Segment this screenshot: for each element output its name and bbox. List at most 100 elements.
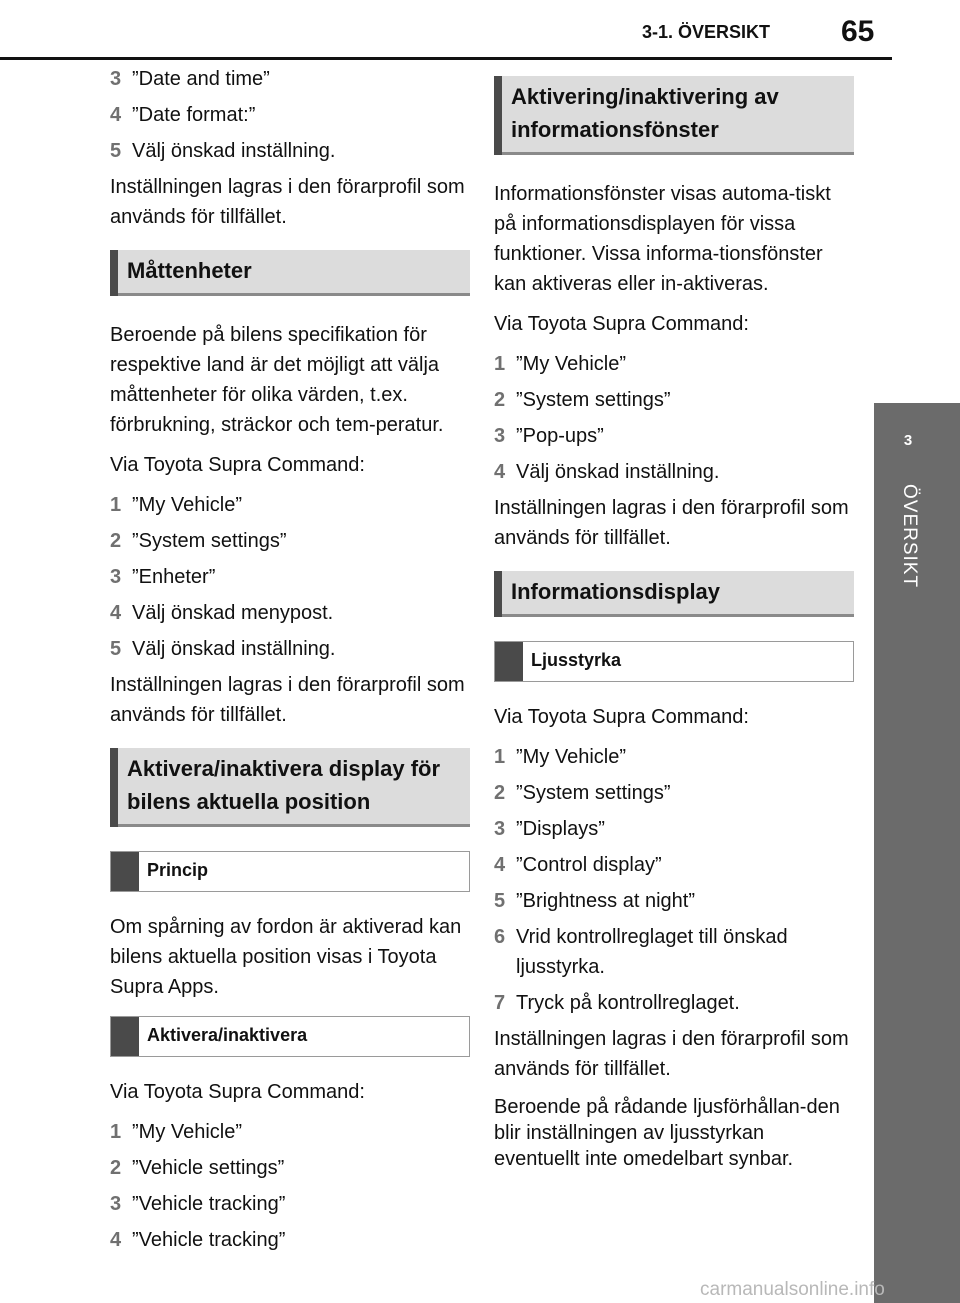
step-item: 2 ”System settings”: [110, 526, 470, 556]
step-text: ”Vehicle settings”: [132, 1157, 285, 1179]
step-text: Tryck på kontrollreglaget.: [516, 992, 740, 1014]
heading-position: Aktivera/inaktivera display för bilens a…: [110, 748, 470, 827]
step-item: 4 Välj önskad inställning.: [494, 457, 854, 487]
step-text: Välj önskad menypost.: [132, 602, 334, 624]
step-number: 3: [110, 566, 122, 588]
step-text: Välj önskad inställning.: [516, 461, 720, 483]
steps-date-format: 3 ”Date and time” 4 ”Date format:” 5 Välj öns…: [110, 64, 470, 166]
step-number: 1: [110, 1121, 122, 1143]
step-number: 2: [110, 1157, 122, 1179]
step-item: 4 ”Control display”: [494, 850, 854, 880]
step-number: 3: [110, 1193, 122, 1215]
step-number: 4: [494, 854, 506, 876]
step-number: 3: [110, 68, 122, 90]
step-item: 4 ”Date format:”: [110, 100, 470, 130]
steps-units: 1 ”My Vehicle” 2 ”System settings” 3 ”Enheter…: [110, 490, 470, 664]
step-text: ”System settings”: [516, 389, 671, 411]
step-text: ”Date format:”: [132, 104, 256, 126]
section-title: 3-1. ÖVERSIKT: [642, 22, 771, 42]
step-item: 3 ”Pop-ups”: [494, 421, 854, 451]
step-item: 3 ”Vehicle tracking”: [110, 1189, 470, 1219]
paragraph-saved-2: Inställningen lagras i den förarprofil s…: [110, 674, 465, 726]
step-text: ”Enheter”: [132, 566, 216, 588]
chapter-tab-label-wrap: ÖVERSIKT: [892, 484, 932, 614]
step-number: 1: [494, 746, 506, 768]
step-number: 2: [110, 530, 122, 552]
paragraph-principle: Om spårning av fordon är aktiverad kan b…: [110, 916, 462, 998]
heading-popups: Aktivering/inaktivering av informationsf…: [494, 76, 854, 155]
step-text: ”Control display”: [516, 854, 662, 876]
chapter-tab-number: 3: [903, 432, 913, 449]
step-text: ”Vehicle tracking”: [132, 1229, 286, 1251]
chapter-tab-label: ÖVERSIKT: [899, 484, 920, 589]
step-number: 2: [494, 782, 506, 804]
steps-popups: 1 ”My Vehicle” 2”System settings” 3 ”Pop-ups…: [494, 349, 854, 487]
step-number: 4: [110, 602, 122, 624]
step-item: 4 ”Vehicle tracking”: [110, 1225, 470, 1255]
heading-display: Informationsdisplay: [494, 571, 854, 617]
paragraph-saved-4: Inställningen lagras i den förarprofil s…: [494, 1028, 849, 1080]
paragraph-units: Beroende på bilens specifikation för res…: [110, 324, 444, 436]
step-text: Vrid kontrollreglaget till önskad ljusst…: [516, 926, 788, 978]
step-number: 5: [494, 890, 506, 912]
step-number: 4: [110, 1229, 122, 1251]
step-number: 3: [494, 425, 506, 447]
step-text: ”My Vehicle”: [516, 353, 627, 375]
step-item: 7 Tryck på kontrollreglaget.: [494, 988, 854, 1018]
step-number: 1: [110, 494, 122, 516]
step-text: ”My Vehicle”: [516, 746, 627, 768]
step-text: ”Displays”: [516, 818, 605, 840]
step-item: 1 ”My Vehicle”: [110, 490, 470, 520]
paragraph-saved-3: Inställningen lagras i den förarprofil s…: [494, 497, 849, 549]
step-text: ”Pop-ups”: [516, 425, 604, 447]
heading-units: Måttenheter: [110, 250, 470, 296]
step-text: ”System settings”: [132, 530, 287, 552]
step-number: 5: [110, 140, 122, 162]
right-column: Aktivering/inaktivering av informationsf…: [494, 64, 854, 1182]
steps-tracking: 1 ”My Vehicle” 2 ”Vehicle settings” 3 ”Vehicl…: [110, 1117, 470, 1255]
step-number: 4: [110, 104, 122, 126]
via-command-2: Via Toyota Supra Command:: [110, 1081, 365, 1103]
step-item: 2 ”System settings”: [494, 778, 854, 808]
step-number: 4: [494, 461, 506, 483]
step-item: 5 Välj önskad inställning.: [110, 136, 470, 166]
subheading-toggle: Aktivera/inaktivera: [110, 1016, 470, 1057]
step-number: 7: [494, 992, 506, 1014]
chapter-tab: [874, 403, 960, 1303]
step-number: 6: [494, 926, 506, 948]
step-text: ”My Vehicle”: [132, 494, 243, 516]
subheading-brightness: Ljusstyrka: [494, 641, 854, 682]
step-item: 1 ”My Vehicle”: [110, 1117, 470, 1147]
paragraph-popups: Informationsfönster visas automa-tiskt p…: [494, 183, 831, 295]
step-text: Välj önskad inställning.: [132, 140, 336, 162]
step-item: 1 ”My Vehicle”: [494, 349, 854, 379]
steps-brightness: 1 ”My Vehicle” 2 ”System settings” 3 ”Display…: [494, 742, 854, 1018]
step-number: 1: [494, 353, 506, 375]
watermark: carmanualsonline.info: [700, 1279, 885, 1300]
step-item: 3 ”Displays”: [494, 814, 854, 844]
step-number: 5: [110, 638, 122, 660]
via-command-1: Via Toyota Supra Command:: [110, 454, 365, 476]
step-text: ”Brightness at night”: [516, 890, 695, 912]
step-item: 1 ”My Vehicle”: [494, 742, 854, 772]
page-number: 65: [841, 15, 875, 48]
step-item: 2 ”Vehicle settings”: [110, 1153, 470, 1183]
step-item: 5 ”Brightness at night”: [494, 886, 854, 916]
step-item: 3 ”Enheter”: [110, 562, 470, 592]
step-item: 2”System settings”: [494, 385, 854, 415]
subheading-principle: Princip: [110, 851, 470, 892]
step-text: ”System settings”: [516, 782, 671, 804]
step-item: 6 Vrid kontrollreglaget till önskad ljuss…: [494, 922, 854, 982]
via-command-4: Via Toyota Supra Command:: [494, 706, 749, 728]
step-number: 3: [494, 818, 506, 840]
via-command-3: Via Toyota Supra Command:: [494, 313, 749, 335]
step-text: ”Date and time”: [132, 68, 270, 90]
step-text: ”Vehicle tracking”: [132, 1193, 286, 1215]
step-item: 3 ”Date and time”: [110, 64, 470, 94]
paragraph-note: Beroende på rådande ljusförhållan-den bl…: [494, 1096, 840, 1170]
step-text: ”My Vehicle”: [132, 1121, 243, 1143]
paragraph-saved-1: Inställningen lagras i den förarprofil s…: [110, 176, 465, 228]
header-rule: [0, 57, 892, 60]
